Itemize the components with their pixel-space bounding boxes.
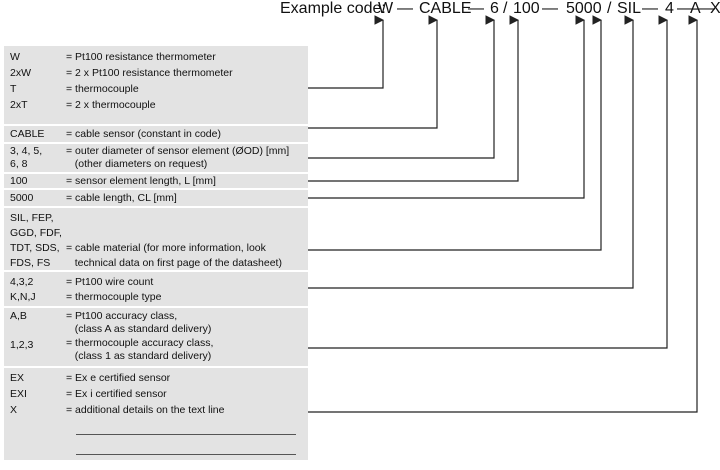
code-separator: — (699, 0, 715, 17)
row-key: 5000 (10, 192, 34, 204)
code-part-w: W (378, 0, 394, 17)
row-key: A,B (10, 310, 27, 322)
connector-cable-material (308, 15, 602, 251)
text-entry-line (76, 454, 296, 455)
connector-cable (308, 15, 438, 129)
code-part-cable-length: 5000 (566, 0, 602, 17)
row-desc: = additional details on the text line (66, 404, 225, 416)
cable-section: CABLE = cable sensor (constant in code) (4, 126, 308, 142)
code-separator: — (468, 0, 484, 17)
row-key: 100 (10, 175, 28, 187)
connector-cable-length (308, 15, 585, 199)
row-desc: = thermocouple (66, 83, 139, 95)
connector-accuracy (308, 15, 668, 349)
row-desc: = 2 x Pt100 resistance thermometer (66, 67, 233, 79)
code-separator: — (542, 0, 558, 17)
wire-count-section: 4,3,2 = Pt100 wire count K,N,J = thermoc… (4, 272, 308, 306)
connector-wire-count (308, 15, 634, 289)
code-part-length: 100 (513, 0, 540, 17)
row-desc: = cable length, CL [mm] (66, 192, 177, 204)
cable-material-section: SIL, FEP, GGD, FDF, TDT, SDS, FDS, FS = … (4, 208, 308, 270)
row-desc: = thermocouple accuracy class, (class 1 … (66, 337, 214, 362)
row-desc: = outer diameter of sensor element (ØOD)… (66, 145, 290, 170)
row-key: CABLE (10, 128, 45, 140)
connector-element-length (308, 15, 519, 182)
code-part-material: SIL (617, 0, 642, 17)
code-separator: — (677, 0, 693, 17)
row-key: 2xT (10, 99, 28, 111)
diameter-section: 3, 4, 5, 6, 8 = outer diameter of sensor… (4, 144, 308, 172)
code-legend-table: W = Pt100 resistance thermometer 2xW = 2… (4, 46, 308, 460)
code-separator: — (397, 0, 413, 17)
row-key: T (10, 83, 17, 95)
row-key: EX (10, 372, 25, 384)
row-desc: = 2 x thermocouple (66, 99, 156, 111)
row-key: X (10, 404, 18, 416)
accuracy-class-section: A,B = Pt100 accuracy class, (class A as … (4, 308, 308, 366)
row-key: 2xW (10, 67, 31, 79)
row-key: 4,3,2 (10, 276, 34, 288)
code-part-wire-count: 4 (665, 0, 674, 17)
element-length-section: 100 = sensor element length, L [mm] (4, 174, 308, 188)
code-part-diameter: 6 (490, 0, 499, 17)
row-key: W (10, 51, 20, 63)
row-desc: = Pt100 wire count (66, 276, 154, 288)
example-code-header: Example code: W — CABLE — 6 / 100 — 5000… (0, 0, 720, 30)
example-code-label: Example code: (280, 0, 386, 17)
code-separator: — (642, 0, 658, 17)
row-key: 1,2,3 (10, 339, 34, 351)
text-entry-line (76, 434, 296, 435)
row-desc: = cable sensor (constant in code) (66, 128, 221, 140)
cable-length-section: 5000 = cable length, CL [mm] (4, 190, 308, 206)
connector-additional (308, 15, 698, 413)
row-desc: = Ex e certified sensor (66, 372, 171, 384)
code-separator: / (503, 0, 508, 17)
certification-section: EX = Ex e certified sensor EXI = Ex i ce… (4, 368, 308, 460)
connector-w (308, 15, 384, 89)
row-desc: = Ex i certified sensor (66, 388, 167, 400)
row-key: K,N,J (10, 291, 36, 303)
code-part-accuracy: A (690, 0, 701, 17)
row-key: EXI (10, 388, 27, 400)
row-desc: = thermocouple type (66, 291, 162, 303)
code-separator: / (607, 0, 612, 17)
row-desc: = cable material (for more information, … (66, 242, 282, 269)
connector-diameter (308, 15, 495, 159)
row-desc: = Pt100 accuracy class, (class A as stan… (66, 310, 212, 335)
row-key: SIL, FEP, GGD, FDF, TDT, SDS, FDS, FS (10, 212, 62, 269)
code-part-additional: X (710, 0, 720, 17)
row-key: 3, 4, 5, 6, 8 (10, 145, 43, 170)
code-part-cable: CABLE (419, 0, 472, 17)
row-desc: = Pt100 resistance thermometer (66, 51, 216, 63)
row-desc: = sensor element length, L [mm] (66, 175, 216, 187)
sensor-type-section: W = Pt100 resistance thermometer 2xW = 2… (4, 46, 308, 124)
